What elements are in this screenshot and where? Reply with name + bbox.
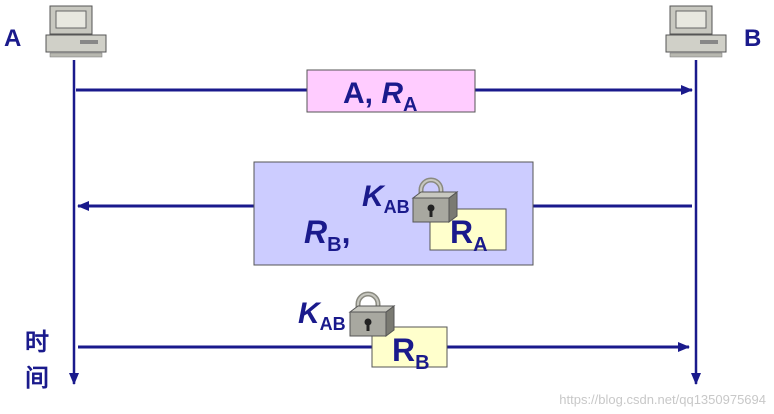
computer-a-icon [45,5,107,58]
message-3-key: KAB [298,297,346,334]
message-3-padlock-icon [350,294,394,336]
party-b-label: B [744,25,761,52]
party-a-label: A [4,25,21,52]
message-1-box [306,69,476,113]
message-2-inner: RA [450,214,488,256]
message-3-inner: RB [392,332,430,374]
message-2-key: KAB [362,180,410,217]
computer-b-icon [665,5,727,58]
message-2-nonce: RB, [304,214,350,256]
time-label-1: 时 [25,329,49,356]
watermark: https://blog.csdn.net/qq1350975694 [559,392,766,407]
message-1-text: A, RA [343,77,417,116]
time-label-2: 间 [25,365,49,392]
